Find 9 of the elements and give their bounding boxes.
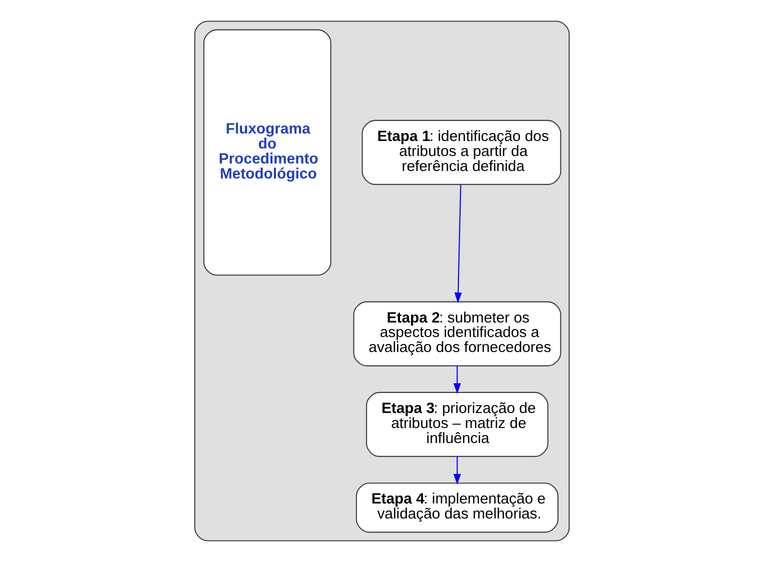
node-box: Etapa 4: implementação e validação das melhorias. (356, 482, 559, 533)
arrow (453, 366, 461, 394)
arrow (453, 456, 461, 485)
node-box: Etapa 3: priorização de atributos – matriz de influência (366, 392, 548, 457)
cluster (194, 20, 570, 542)
node-box: Fluxograma do Procedimento Metodológico (203, 29, 332, 276)
arrow (454, 184, 462, 304)
node-box: Etapa 2: submeter os aspectos identificados a avaliação dos fornecedores (353, 301, 562, 366)
node-box: Etapa 1: identificação dos atributos a partir da referência definida (362, 120, 562, 185)
